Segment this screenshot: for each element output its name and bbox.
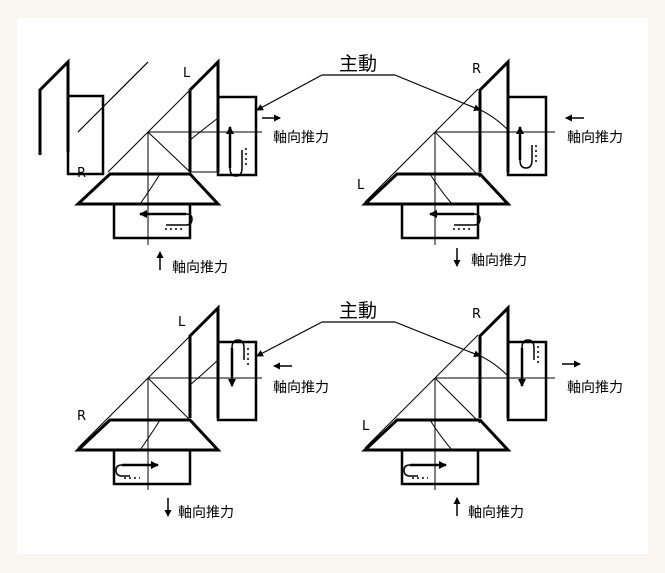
gear-pair-top-left bbox=[38, 58, 281, 270]
gear-pair-bottom-right bbox=[361, 304, 581, 516]
gear-label-r-3: R bbox=[77, 409, 86, 424]
gear-pair-top-right bbox=[361, 58, 584, 267]
gear-label-r-1: R bbox=[77, 166, 86, 181]
active-pointer-top bbox=[256, 74, 481, 111]
gear-label-l-1: L bbox=[183, 66, 191, 81]
gear-pair-bottom-left bbox=[74, 304, 292, 517]
gear-label-r-4: R bbox=[472, 307, 481, 322]
axial-thrust-label-2a: 軸向推力 bbox=[567, 130, 623, 146]
gear-label-r-2: R bbox=[472, 62, 481, 77]
gear-label-l-3: L bbox=[178, 315, 186, 330]
axial-thrust-label-1a: 軸向推力 bbox=[273, 130, 329, 146]
axial-thrust-label-4a: 軸向推力 bbox=[567, 380, 623, 396]
axial-thrust-label-2b: 軸向推力 bbox=[471, 253, 527, 269]
axial-thrust-label-3a: 軸向推力 bbox=[273, 380, 329, 396]
gear-label-l-2: L bbox=[357, 178, 365, 193]
active-pointer-bottom bbox=[256, 321, 481, 358]
axial-thrust-label-4b: 軸向推力 bbox=[468, 505, 524, 521]
gear-label-l-4: L bbox=[362, 419, 370, 434]
axial-thrust-label-3b: 軸向推力 bbox=[178, 505, 234, 521]
active-label-top: 主動 bbox=[339, 53, 377, 75]
active-label-bottom: 主動 bbox=[339, 300, 377, 322]
axial-thrust-label-1b: 軸向推力 bbox=[172, 260, 228, 276]
